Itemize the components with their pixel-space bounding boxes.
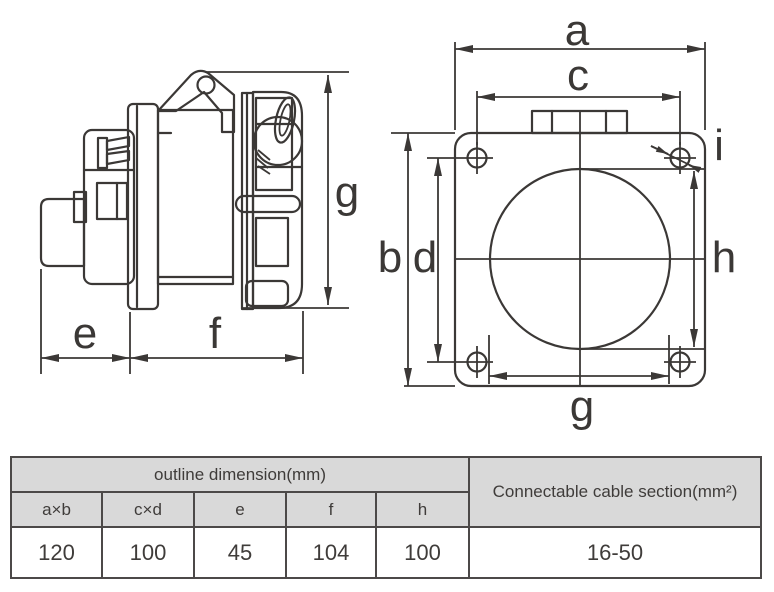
screw-hole-bottom-left	[461, 346, 493, 378]
dim-label-g-side: g	[335, 168, 359, 217]
socket-front-body	[234, 90, 304, 311]
side-dimension-g: g	[205, 71, 359, 309]
side-dimension-e-f: e f	[40, 269, 304, 374]
dimension-drawing: g e f	[39, 6, 736, 431]
table-row-values: 120 100 45 104 100 16-50	[10, 526, 762, 579]
col-header-cxd: c×d	[101, 491, 195, 528]
dim-label-i: i	[714, 121, 724, 170]
col-header-axb: a×b	[10, 491, 103, 528]
col-header-e: e	[193, 491, 287, 528]
value-axb: 120	[10, 526, 103, 579]
front-dimension-b: b	[378, 132, 455, 387]
dim-label-h: h	[712, 233, 736, 282]
table-row-column-headers: a×b c×d e f h	[10, 491, 761, 528]
cable-section-header: Connectable cable section(mm²)	[468, 456, 762, 528]
side-view-drawing: g e f	[39, 69, 359, 374]
value-cable-section: 16-50	[468, 526, 762, 579]
rear-body	[82, 128, 136, 286]
front-dimension-a: a	[454, 6, 706, 130]
screw-hole-top-left	[461, 142, 493, 174]
outline-dimension-header: outline dimension(mm)	[9, 456, 471, 493]
value-f: 104	[285, 526, 377, 579]
front-dimension-h: h	[578, 168, 736, 350]
mounting-plate	[453, 109, 707, 388]
front-view-drawing: a c b d	[378, 6, 736, 431]
dim-label-e: e	[73, 309, 97, 358]
value-e: 45	[193, 526, 287, 579]
dim-label-d: d	[413, 233, 437, 282]
hinge-bracket	[156, 69, 236, 134]
col-header-h: h	[374, 491, 471, 528]
front-dimension-g: g	[488, 335, 670, 431]
value-cxd: 100	[101, 526, 195, 579]
dim-label-b: b	[378, 233, 402, 282]
cap-lever	[234, 194, 302, 214]
table-row-group-header: outline dimension(mm) Connectable cable …	[9, 456, 762, 528]
middle-housing	[156, 108, 235, 286]
front-dimension-c: c	[476, 51, 681, 145]
dimension-table: outline dimension(mm) Connectable cable …	[9, 456, 762, 579]
cable-gland-cap	[39, 190, 88, 268]
dim-label-f: f	[209, 309, 222, 358]
spring-clip	[273, 96, 297, 144]
front-dimension-d: d	[413, 157, 461, 363]
screw-holes	[461, 142, 696, 378]
dim-label-g-front: g	[570, 382, 594, 431]
value-h: 100	[374, 526, 471, 579]
cap-knuckle	[252, 115, 304, 167]
dim-label-a: a	[565, 6, 590, 55]
front-dimension-i: i	[650, 121, 724, 173]
dim-label-c: c	[567, 51, 589, 100]
col-header-f: f	[285, 491, 377, 528]
